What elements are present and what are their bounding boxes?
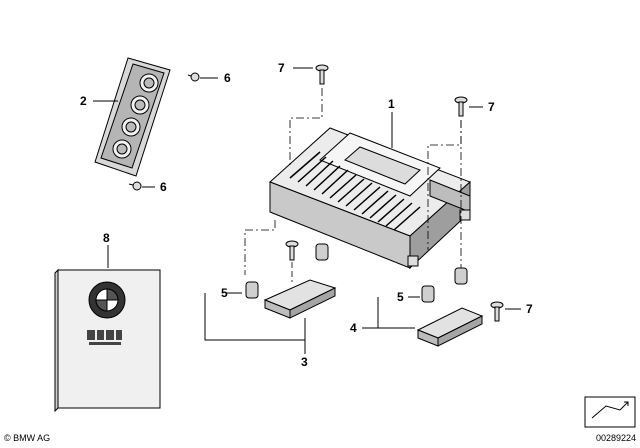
callout-5-right: 5 [397,290,404,304]
callout-6-bottom: 6 [160,180,167,194]
rubber-mount-left-b [245,281,259,299]
screw-7-right [454,96,468,117]
bmw-logo-icon [88,281,126,319]
callout-6-top: 6 [224,71,231,85]
screw-7-center [285,240,299,261]
callout-5-left: 5 [221,286,228,300]
screw-6-bottom [128,181,142,191]
rubber-mount-left-a [315,243,329,261]
switch-panel-part [94,57,171,177]
screw-7-bottom [490,301,504,322]
part-number-text: 00289224 [595,433,636,443]
rubber-mount-right-b [454,267,468,285]
screw-7-left [315,64,329,85]
callout-7-bottom: 7 [526,302,533,316]
bracket-right-part [416,307,484,347]
callout-4: 4 [350,321,357,335]
direction-arrow-icon [584,396,636,428]
screw-6-top [187,72,200,82]
bracket-left-part [263,279,337,319]
callout-2: 2 [80,94,87,108]
rubber-mount-right-a [421,285,435,303]
booklet-glyph-marks-icon [87,330,122,345]
callout-8: 8 [103,231,110,245]
callout-3: 3 [301,355,308,369]
callout-7-right: 7 [488,100,495,114]
callout-7-left: 7 [278,61,285,75]
control-unit-part [269,127,471,270]
callout-1: 1 [388,97,395,111]
copyright-text: © BMW AG [4,433,51,443]
